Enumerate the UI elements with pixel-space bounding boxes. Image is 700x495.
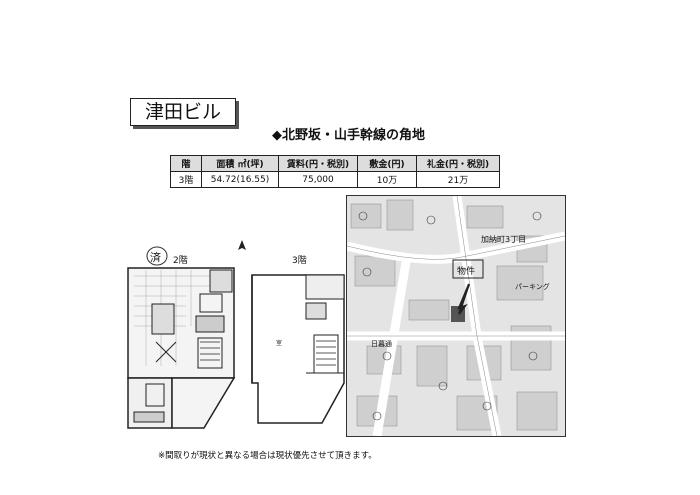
map-label-parking: パーキング — [515, 283, 550, 291]
floor2-plan — [127, 267, 236, 429]
map-roads — [347, 196, 565, 436]
floor2-label: 2階 — [173, 256, 188, 266]
header-key-money: 礼金(円・税別) — [416, 155, 500, 172]
stamp-icon — [146, 246, 168, 266]
table-header-row: 階 面積 ㎡(坪) 賃料(円・税別) 敷金(円) 礼金(円・税別) — [170, 155, 500, 172]
cell-rent: 75,000 — [278, 171, 358, 188]
location-map: 加納町3丁目 物件 パーキング 日暮通 — [346, 195, 566, 437]
header-deposit: 敷金(円) — [357, 155, 417, 172]
stamp-badge: 済 — [146, 246, 168, 270]
location-subtitle: ◆北野坂・山手幹線の角地 — [272, 128, 425, 143]
header-area: 面積 ㎡(坪) — [201, 155, 279, 172]
map-label-street: 日暮通 — [371, 340, 392, 348]
cell-area: 54.72(16.55) — [201, 171, 279, 188]
map-label-area: 加納町3丁目 — [481, 235, 527, 244]
map-label-target: 物件 — [457, 267, 476, 277]
stamp-text: 済 — [150, 251, 161, 264]
cell-key-money: 21万 — [416, 171, 500, 188]
floor3-label: 3階 — [292, 256, 307, 266]
header-floor: 階 — [170, 155, 202, 172]
building-title: 津田ビル — [130, 98, 236, 126]
cell-deposit: 10万 — [357, 171, 417, 188]
cell-floor: 3階 — [170, 171, 202, 188]
floor3-plan: 室 — [251, 274, 345, 424]
header-rent: 賃料(円・税別) — [278, 155, 358, 172]
disclaimer-note: ※間取りが現状と異なる場合は現状優先させて頂きます。 — [158, 451, 377, 461]
spec-table: 階 面積 ㎡(坪) 賃料(円・税別) 敷金(円) 礼金(円・税別) 3階 54.… — [170, 155, 500, 188]
svg-text:室: 室 — [276, 339, 282, 347]
compass-icon — [238, 240, 246, 250]
table-row: 3階 54.72(16.55) 75,000 10万 21万 — [170, 171, 500, 188]
